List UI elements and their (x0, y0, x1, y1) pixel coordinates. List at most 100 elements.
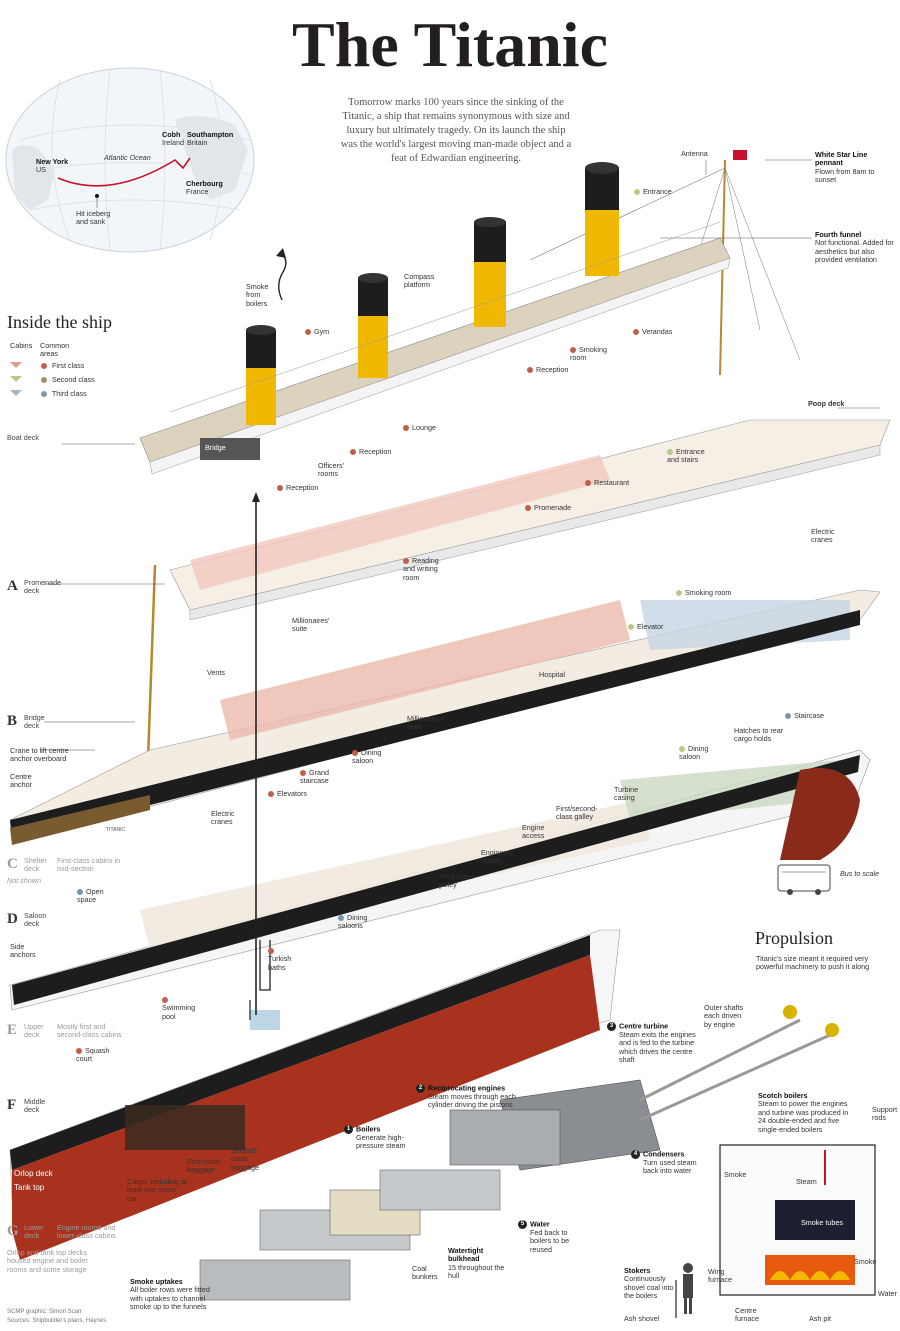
label-boiler-water: Water (878, 1289, 897, 1298)
deck-c-note: First-class cabins in mid-section (57, 856, 121, 874)
label-centre-anchor: Centre anchor (10, 772, 32, 790)
label-reception-mid: Reception (350, 447, 391, 456)
label-officers: Officers' rooms (318, 461, 345, 479)
label-dining-right: Dining saloon (679, 744, 709, 762)
deck-b-label: Bridge deck (24, 713, 45, 731)
label-side-anchors: Side anchors (10, 942, 36, 960)
label-vents: Vents (207, 668, 225, 677)
label-first-baggage: First-class baggage (187, 1157, 220, 1175)
legend-list: First class Second class Third class (10, 359, 95, 401)
label-bus: Bus to scale (840, 869, 880, 878)
deck-e-note: Mostly first and second-class cabins (57, 1022, 122, 1040)
boat-deck-illustration (139, 162, 731, 475)
label-gym: Gym (305, 327, 329, 336)
legend-row-second: Second class (10, 373, 95, 387)
label-boiler-steam: Steam (796, 1177, 817, 1186)
label-reception-top: Reception (527, 365, 568, 374)
label-hatches: Hatches to rear cargo holds (734, 726, 784, 744)
label-second-baggage: Second-class baggage (231, 1146, 259, 1172)
globe-map (5, 67, 255, 253)
deck-c-sub: Not shown (7, 876, 41, 885)
label-dining-saloons: Dining saloons (338, 913, 368, 931)
deck-g-letter: G (7, 1223, 19, 1239)
cabin-swatch-icon (10, 376, 22, 382)
label-squash: Squash court (76, 1046, 110, 1064)
deck-a-letter: A (7, 578, 18, 594)
label-bridge: Bridge (205, 443, 226, 452)
deck-b-letter: B (7, 713, 18, 729)
common-dot-icon (41, 391, 47, 398)
label-grand-staircase: Grand staircase (300, 768, 329, 786)
cabin-swatch-icon (10, 362, 22, 368)
intro-text: Tomorrow marks 100 years since the sinki… (340, 97, 572, 164)
orlop-deck-label: Orlop deck (14, 1169, 53, 1178)
label-entrance-top: Entrance (634, 187, 672, 196)
label-ash-shovel: Ash shovel (624, 1314, 660, 1323)
deck-e-label: Upper deck (24, 1022, 44, 1040)
label-galley-third: Third-class galley (438, 872, 474, 890)
deck-d-letter: D (7, 911, 18, 927)
deck-a-label: Promenade deck (24, 578, 62, 596)
label-coal: Coal bunkers (412, 1264, 438, 1282)
deck-f-label: Middle deck (24, 1097, 46, 1115)
map-label-ocean: Atlantic Ocean (104, 153, 151, 162)
stoker-icon (675, 1263, 693, 1318)
label-staircase: Staircase (785, 711, 824, 720)
legend-row-first: First class (10, 359, 95, 373)
deck-g-note: Engine rooms and lower-class cabins (57, 1223, 116, 1241)
cabin-swatch-icon (10, 390, 22, 396)
legend-common-label: Common areas (40, 341, 70, 359)
label-entrance-stairs: Entrance and stairs (667, 447, 705, 465)
label-engineers: Engineers' rooms (481, 848, 515, 866)
label-cranes-right: Electric cranes (811, 527, 835, 545)
label-wing-furnace: Wing furnace (708, 1267, 732, 1285)
label-pool: Swimming pool (162, 996, 202, 1021)
smoke-tubes-icon (775, 1200, 855, 1240)
bus-icon (777, 864, 831, 895)
label-engine-access: Engine access (522, 823, 545, 841)
label-hospital: Hospital (539, 670, 565, 679)
smoke-arrow-icon (278, 251, 287, 301)
label-elevator: Elevator (628, 622, 663, 631)
legend-row-third: Third class (10, 387, 95, 401)
label-promenade: Promenade (525, 503, 571, 512)
label-restaurant: Restaurant (585, 478, 629, 487)
label-smoking-a: Smoking room (676, 588, 731, 597)
label-cranes-left: Electric cranes (211, 809, 235, 827)
label-boiler-smoke-l: Smoke (724, 1170, 747, 1179)
page-title: The Titanic (292, 9, 608, 80)
label-lounge: Lounge (403, 423, 436, 432)
label-outer-shafts: Outer shafts each driven by engine (704, 1003, 744, 1029)
label-millionaires2: Millionaires' suite (407, 714, 445, 732)
map-label-iceberg: Hit iceberg and sank (76, 209, 111, 227)
common-dot-icon (41, 363, 47, 370)
credit-graphic: SCMP graphic: Simon Scarr (7, 1309, 82, 1315)
deck-boat-label: Boat deck (7, 433, 39, 442)
propulsion-intro: Titanic's size meant it required very po… (756, 954, 870, 972)
label-centre-furnace: Centre furnace (735, 1306, 759, 1324)
b-deck-illustration (9, 564, 881, 845)
legend-cabins-label: Cabins (10, 341, 33, 350)
route-line (57, 157, 191, 187)
inside-heading: Inside the ship (7, 312, 112, 332)
pennant-flag-icon (733, 150, 747, 160)
f-deck-illustration (9, 929, 621, 1260)
common-dot-icon (41, 377, 47, 384)
label-reception-a: Reception (277, 483, 318, 492)
label-galley-first: First/second-class galley (556, 804, 598, 822)
deck-d-label: Saloon deck (24, 911, 47, 929)
label-reading: Reading and writing room (403, 556, 439, 582)
label-turbine-casing: Turbine casing (614, 785, 639, 803)
